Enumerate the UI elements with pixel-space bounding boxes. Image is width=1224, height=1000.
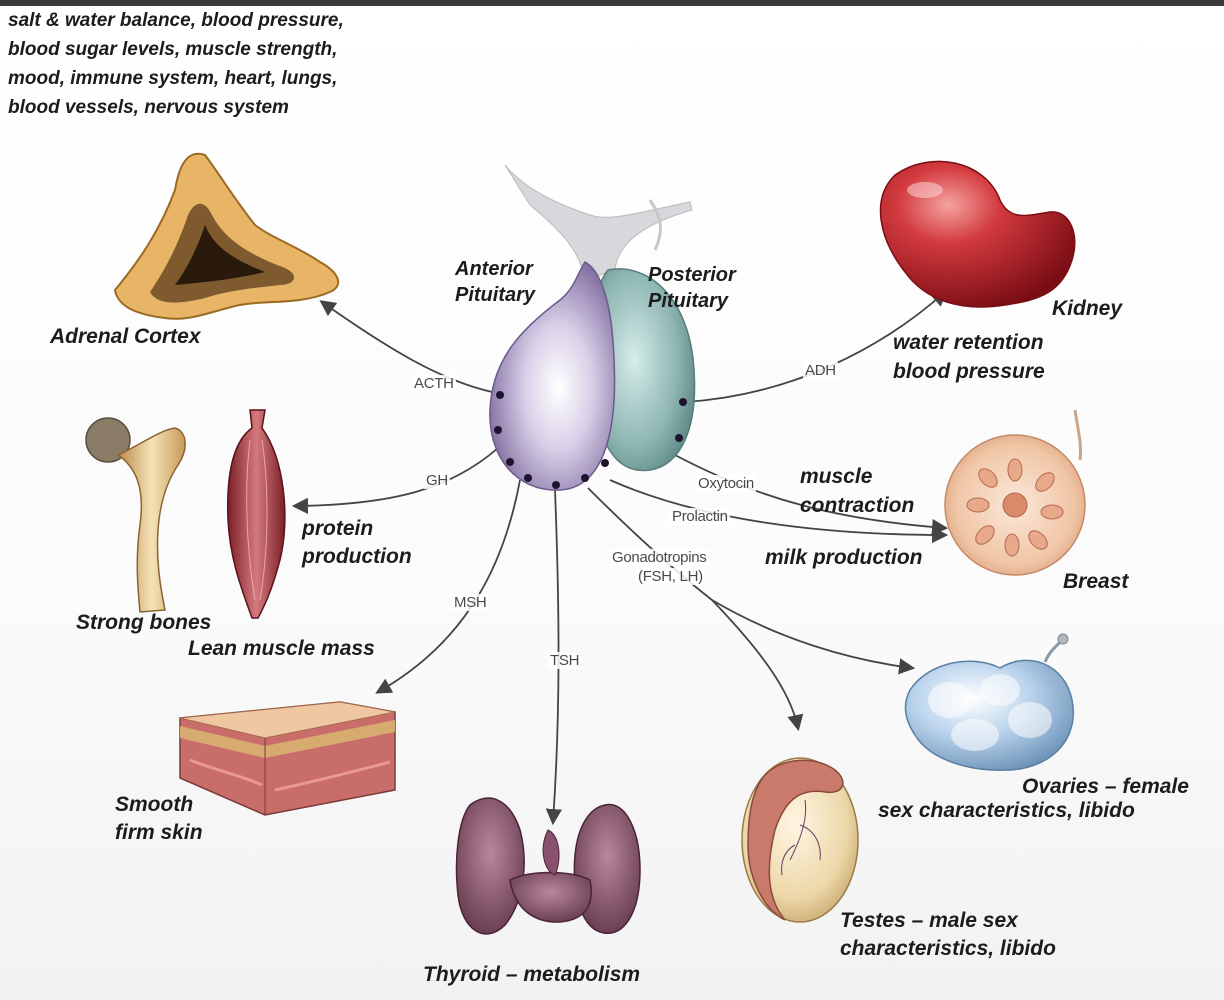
- adrenal-cortex-label: Adrenal Cortex: [50, 325, 201, 348]
- thyroid-label: Thyroid – metabolism: [423, 963, 641, 986]
- posterior-pituitary-label-line-2: Pituitary: [648, 290, 729, 312]
- pituitary-stalk: [504, 164, 693, 281]
- top-border: [0, 0, 1224, 6]
- adrenal-effects-line-1: salt & water balance, blood pressure,: [8, 10, 344, 31]
- hormone-tsh-label: TSH: [548, 652, 582, 669]
- oxytocin-arrow: [674, 454, 949, 536]
- muscle-effect-line-2: production: [302, 545, 412, 568]
- muscle-label: Lean muscle mass: [188, 637, 375, 660]
- anterior-lobe: [489, 261, 616, 491]
- hormone-msh-label: MSH: [452, 594, 489, 611]
- kidney-image: [879, 160, 1076, 308]
- anterior-pituitary-label-line-1: Anterior: [455, 258, 533, 280]
- acth-arrow: [319, 300, 493, 393]
- kidney-effect-line-1: water retention: [893, 331, 1044, 354]
- anterior-pituitary-label-line-2: Pituitary: [455, 284, 536, 306]
- gonadotropin-arrow-testes: [711, 599, 804, 732]
- testes-label-line-1: Testes – male sex: [840, 909, 1018, 932]
- kidney-effect-line-2: blood pressure: [893, 360, 1045, 383]
- gonadotropin-arrow-ovaries: [711, 599, 916, 675]
- msh-arrow: [375, 479, 521, 694]
- skin-label-line-1: Smooth: [115, 793, 194, 816]
- skin-label-line-2: firm skin: [115, 821, 203, 844]
- ovaries-label-line-2: sex characteristics, libido: [878, 799, 1135, 822]
- kidney-label: Kidney: [1052, 297, 1123, 320]
- breast-label: Breast: [1063, 570, 1129, 593]
- adrenal-effects-line-2: blood sugar levels, muscle strength,: [8, 39, 338, 60]
- hormone-adh-label: ADH: [803, 362, 838, 379]
- adrenal-effects-line-3: mood, immune system, heart, lungs,: [8, 68, 338, 89]
- gh-arrow: [291, 447, 499, 514]
- hormone-prolactin-label: Prolactin: [670, 508, 730, 525]
- testes-label-line-2: characteristics, libido: [840, 937, 1056, 960]
- hormone-acth-label: ACTH: [412, 375, 456, 392]
- hormone-oxytocin-label: Oxytocin: [696, 475, 756, 492]
- hormone-gonadotropins-label-line-2: (FSH, LH): [636, 568, 705, 585]
- posterior-pituitary-label-line-1: Posterior: [648, 264, 736, 286]
- breast-oxytocin-effect-line-1: muscle: [800, 465, 873, 488]
- ovary-image: [904, 633, 1074, 771]
- ovaries-label-line-1: Ovaries – female: [1022, 775, 1189, 798]
- thyroid-image: [455, 797, 641, 935]
- hormone-gonadotropins-label-line-1: Gonadotropins: [610, 549, 709, 566]
- bones-label: Strong bones: [76, 611, 212, 634]
- skin-image: [179, 701, 396, 816]
- pathway-arrows: [291, 289, 949, 826]
- breast-image: [944, 409, 1086, 576]
- adrenal-cortex-image: [113, 152, 340, 320]
- breast-prolactin-effect: milk production: [765, 546, 923, 569]
- adrenal-effects-line-4: blood vessels, nervous system: [8, 97, 289, 118]
- breast-oxytocin-effect-line-2: contraction: [800, 494, 915, 517]
- kidney-highlight: [907, 182, 943, 198]
- muscle-image: [226, 409, 286, 619]
- testis-image: [741, 757, 859, 923]
- hormone-gh-label: GH: [424, 472, 450, 489]
- pituitary-gland: [489, 164, 696, 491]
- secretion-dots: [494, 391, 687, 489]
- prolactin-arrow: [609, 479, 949, 544]
- bone-image: [85, 417, 186, 613]
- muscle-effect-line-1: protein: [302, 517, 374, 540]
